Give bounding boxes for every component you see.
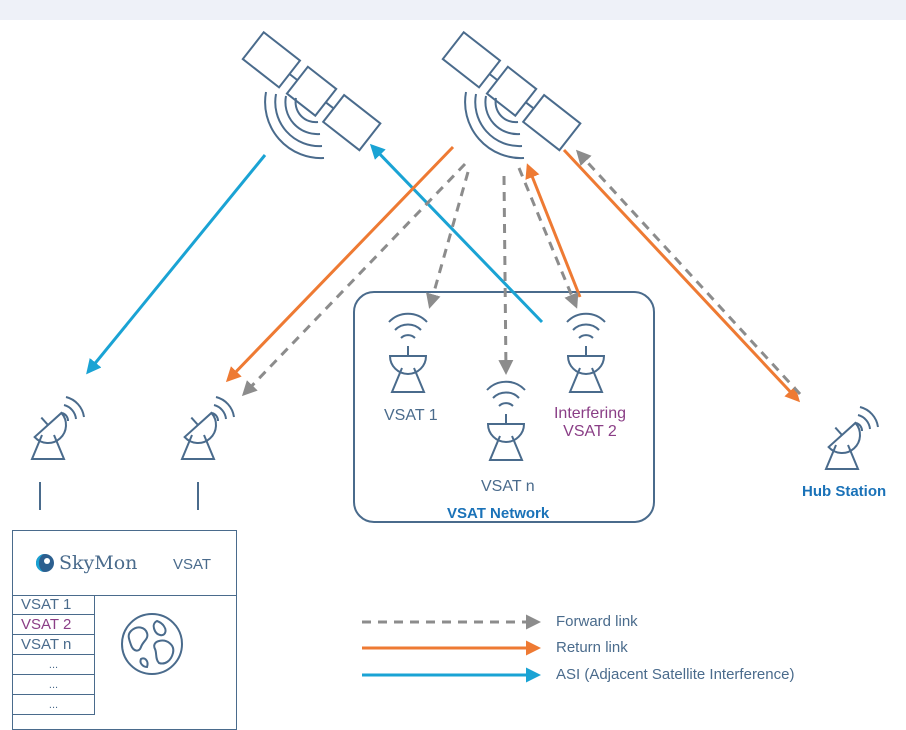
skymon-list-item-more-3[interactable]: ... [13, 695, 95, 715]
skymon-header: SkyMon VSAT [13, 531, 236, 596]
asi-downlink-arrow [86, 154, 267, 375]
interfering-line1: Interfering [553, 405, 627, 422]
asi-uplink-arrow [369, 143, 544, 324]
return-link-to-hub [562, 148, 801, 403]
forward-link-to-vsatn [498, 175, 514, 375]
globe-icon [121, 613, 183, 675]
legend-forward-label: Forward link [556, 613, 638, 630]
skymon-brand: SkyMon [59, 552, 138, 574]
skymon-list-item-more-2[interactable]: ... [13, 675, 95, 695]
forward-link-to-monitor [241, 162, 467, 397]
return-link-to-monitor [225, 145, 455, 383]
skymon-logo-icon [36, 554, 54, 572]
satellite-icon-right [441, 31, 582, 160]
skymon-list-item-vsatn[interactable]: VSAT n [13, 635, 95, 655]
satellite-icon-left [241, 31, 382, 160]
skymon-list-item-vsat2[interactable]: VSAT 2 [13, 615, 95, 635]
dish-antenna-icon-vsat1 [388, 312, 428, 393]
skymon-list-item-more-1[interactable]: ... [13, 655, 95, 675]
vsat-network-label: VSAT Network [447, 505, 550, 522]
dish-antenna-icon-interfering [566, 312, 606, 393]
dish-antenna-icon-asi [26, 396, 85, 460]
interfering-vsat-label: Interfering VSAT 2 [548, 405, 632, 441]
hub-station-label: Hub Station [802, 483, 887, 500]
vsatn-label: VSAT n [481, 478, 535, 495]
top-strip [0, 0, 906, 20]
legend-asi-label: ASI (Adjacent Satellite Interference) [556, 666, 795, 683]
dish-antenna-icon-hub [820, 406, 879, 470]
forward-link-to-vsat2 [517, 167, 579, 309]
skymon-header-vsat: VSAT [173, 556, 212, 573]
dish-antenna-icon-monitor [176, 396, 235, 460]
skymon-panel: SkyMon VSAT VSAT 1 VSAT 2 VSAT n ... ...… [12, 530, 237, 730]
forward-link-from-hub [575, 149, 802, 396]
skymon-vsat-list: VSAT 1 VSAT 2 VSAT n ... ... ... [13, 595, 95, 715]
legend-return-label: Return link [556, 639, 628, 656]
skymon-list-item-vsat1[interactable]: VSAT 1 [13, 595, 95, 615]
forward-link-to-vsat1 [426, 171, 470, 309]
return-link-from-vsat2 [525, 163, 582, 298]
vsat1-label: VSAT 1 [384, 407, 438, 424]
dish-antenna-icon-vsatn [486, 380, 526, 461]
interfering-line2: VSAT 2 [563, 423, 617, 440]
